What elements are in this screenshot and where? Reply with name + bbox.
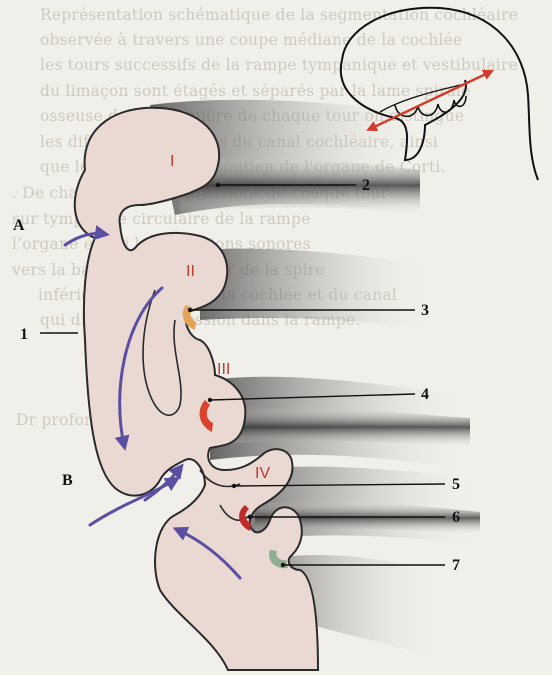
- turn-numeral-1: I: [170, 153, 174, 170]
- label-A: A: [13, 217, 25, 234]
- background-text-line: observée à travers une coupe médiane de …: [40, 31, 462, 49]
- turn-numeral-3: III: [217, 361, 230, 378]
- label-B: B: [62, 472, 73, 489]
- turn-numeral-2: II: [186, 263, 195, 280]
- callout-7: 7: [452, 557, 460, 574]
- callout-5: 5: [452, 476, 460, 493]
- callout-1: 1: [20, 326, 28, 343]
- background-text-line: du limaçon sont étagés et séparés par la…: [40, 82, 471, 100]
- background-text-line: sur tympanale circulaire de la rampe: [12, 210, 311, 228]
- callout-2: 2: [362, 177, 370, 194]
- background-text-line: les tours successifs de la rampe tympani…: [40, 56, 518, 74]
- turn-numeral-4: IV: [255, 465, 270, 482]
- callout-3: 3: [421, 302, 429, 319]
- callout-4: 4: [421, 386, 429, 403]
- callout-6: 6: [452, 509, 460, 526]
